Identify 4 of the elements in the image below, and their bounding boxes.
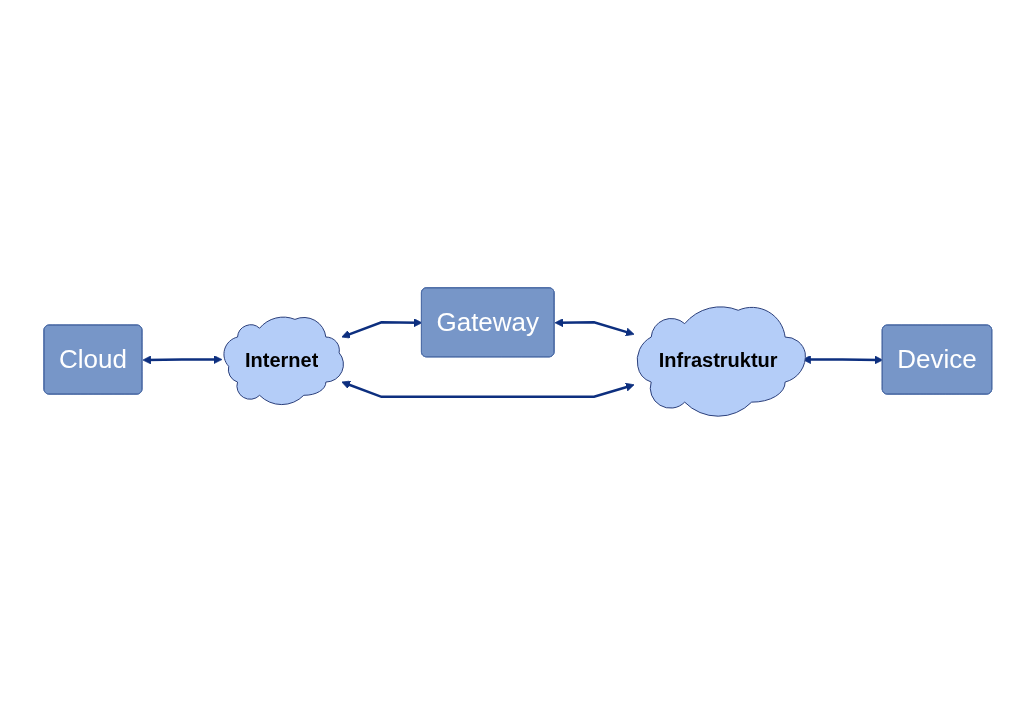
arrow — [554, 318, 635, 337]
arrow — [341, 380, 635, 399]
arrow — [142, 355, 222, 365]
arrow — [341, 318, 422, 339]
